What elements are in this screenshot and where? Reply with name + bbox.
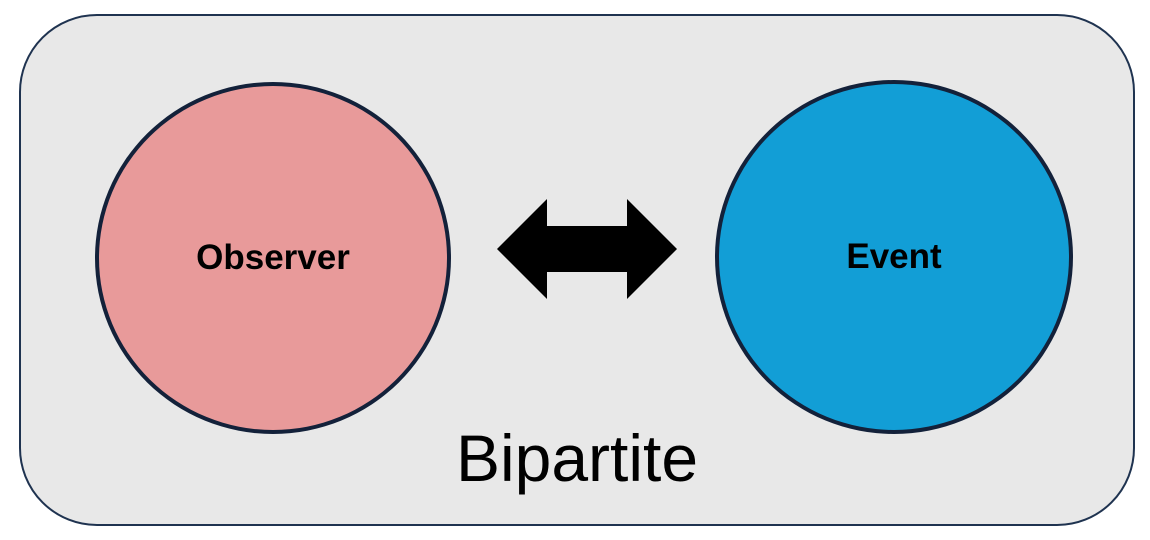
event-node: Event: [715, 80, 1073, 434]
double-arrow-icon: [497, 199, 677, 299]
observer-node: Observer: [95, 82, 451, 434]
double-arrow-shape: [497, 199, 677, 299]
observer-label: Observer: [196, 238, 350, 277]
event-label: Event: [846, 237, 942, 276]
diagram-caption: Bipartite: [455, 421, 699, 495]
